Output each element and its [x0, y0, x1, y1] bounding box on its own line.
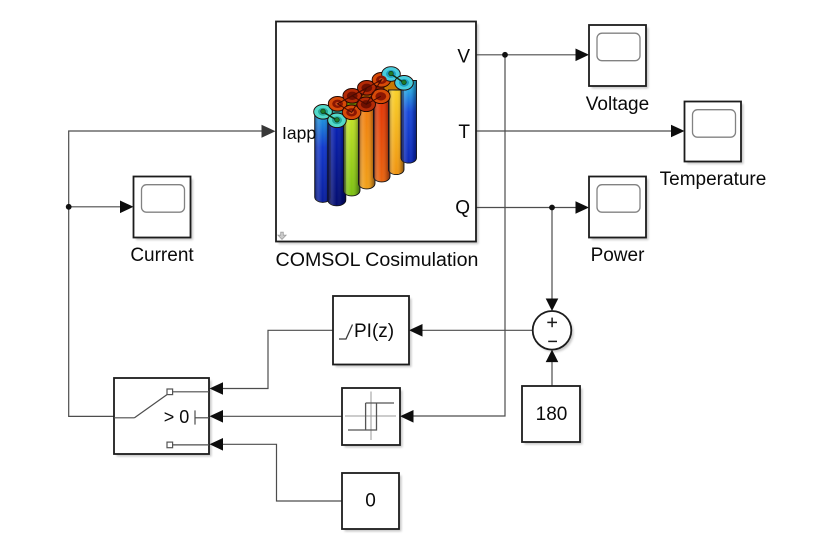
svg-text:Q: Q [455, 198, 470, 219]
svg-text:> 0: > 0 [164, 407, 190, 427]
svg-text:Power: Power [591, 245, 646, 266]
svg-text:Iapp: Iapp [282, 123, 316, 143]
svg-text:COMSOL Cosimulation: COMSOL Cosimulation [276, 249, 479, 271]
svg-text:V: V [457, 46, 470, 67]
svg-text:T: T [458, 122, 470, 143]
svg-text:180: 180 [536, 404, 568, 425]
svg-text:Voltage: Voltage [586, 94, 649, 115]
svg-text:0: 0 [365, 491, 376, 512]
svg-text:PI(z): PI(z) [354, 321, 394, 342]
svg-text:Current: Current [130, 245, 194, 266]
svg-text:Temperature: Temperature [660, 169, 767, 190]
